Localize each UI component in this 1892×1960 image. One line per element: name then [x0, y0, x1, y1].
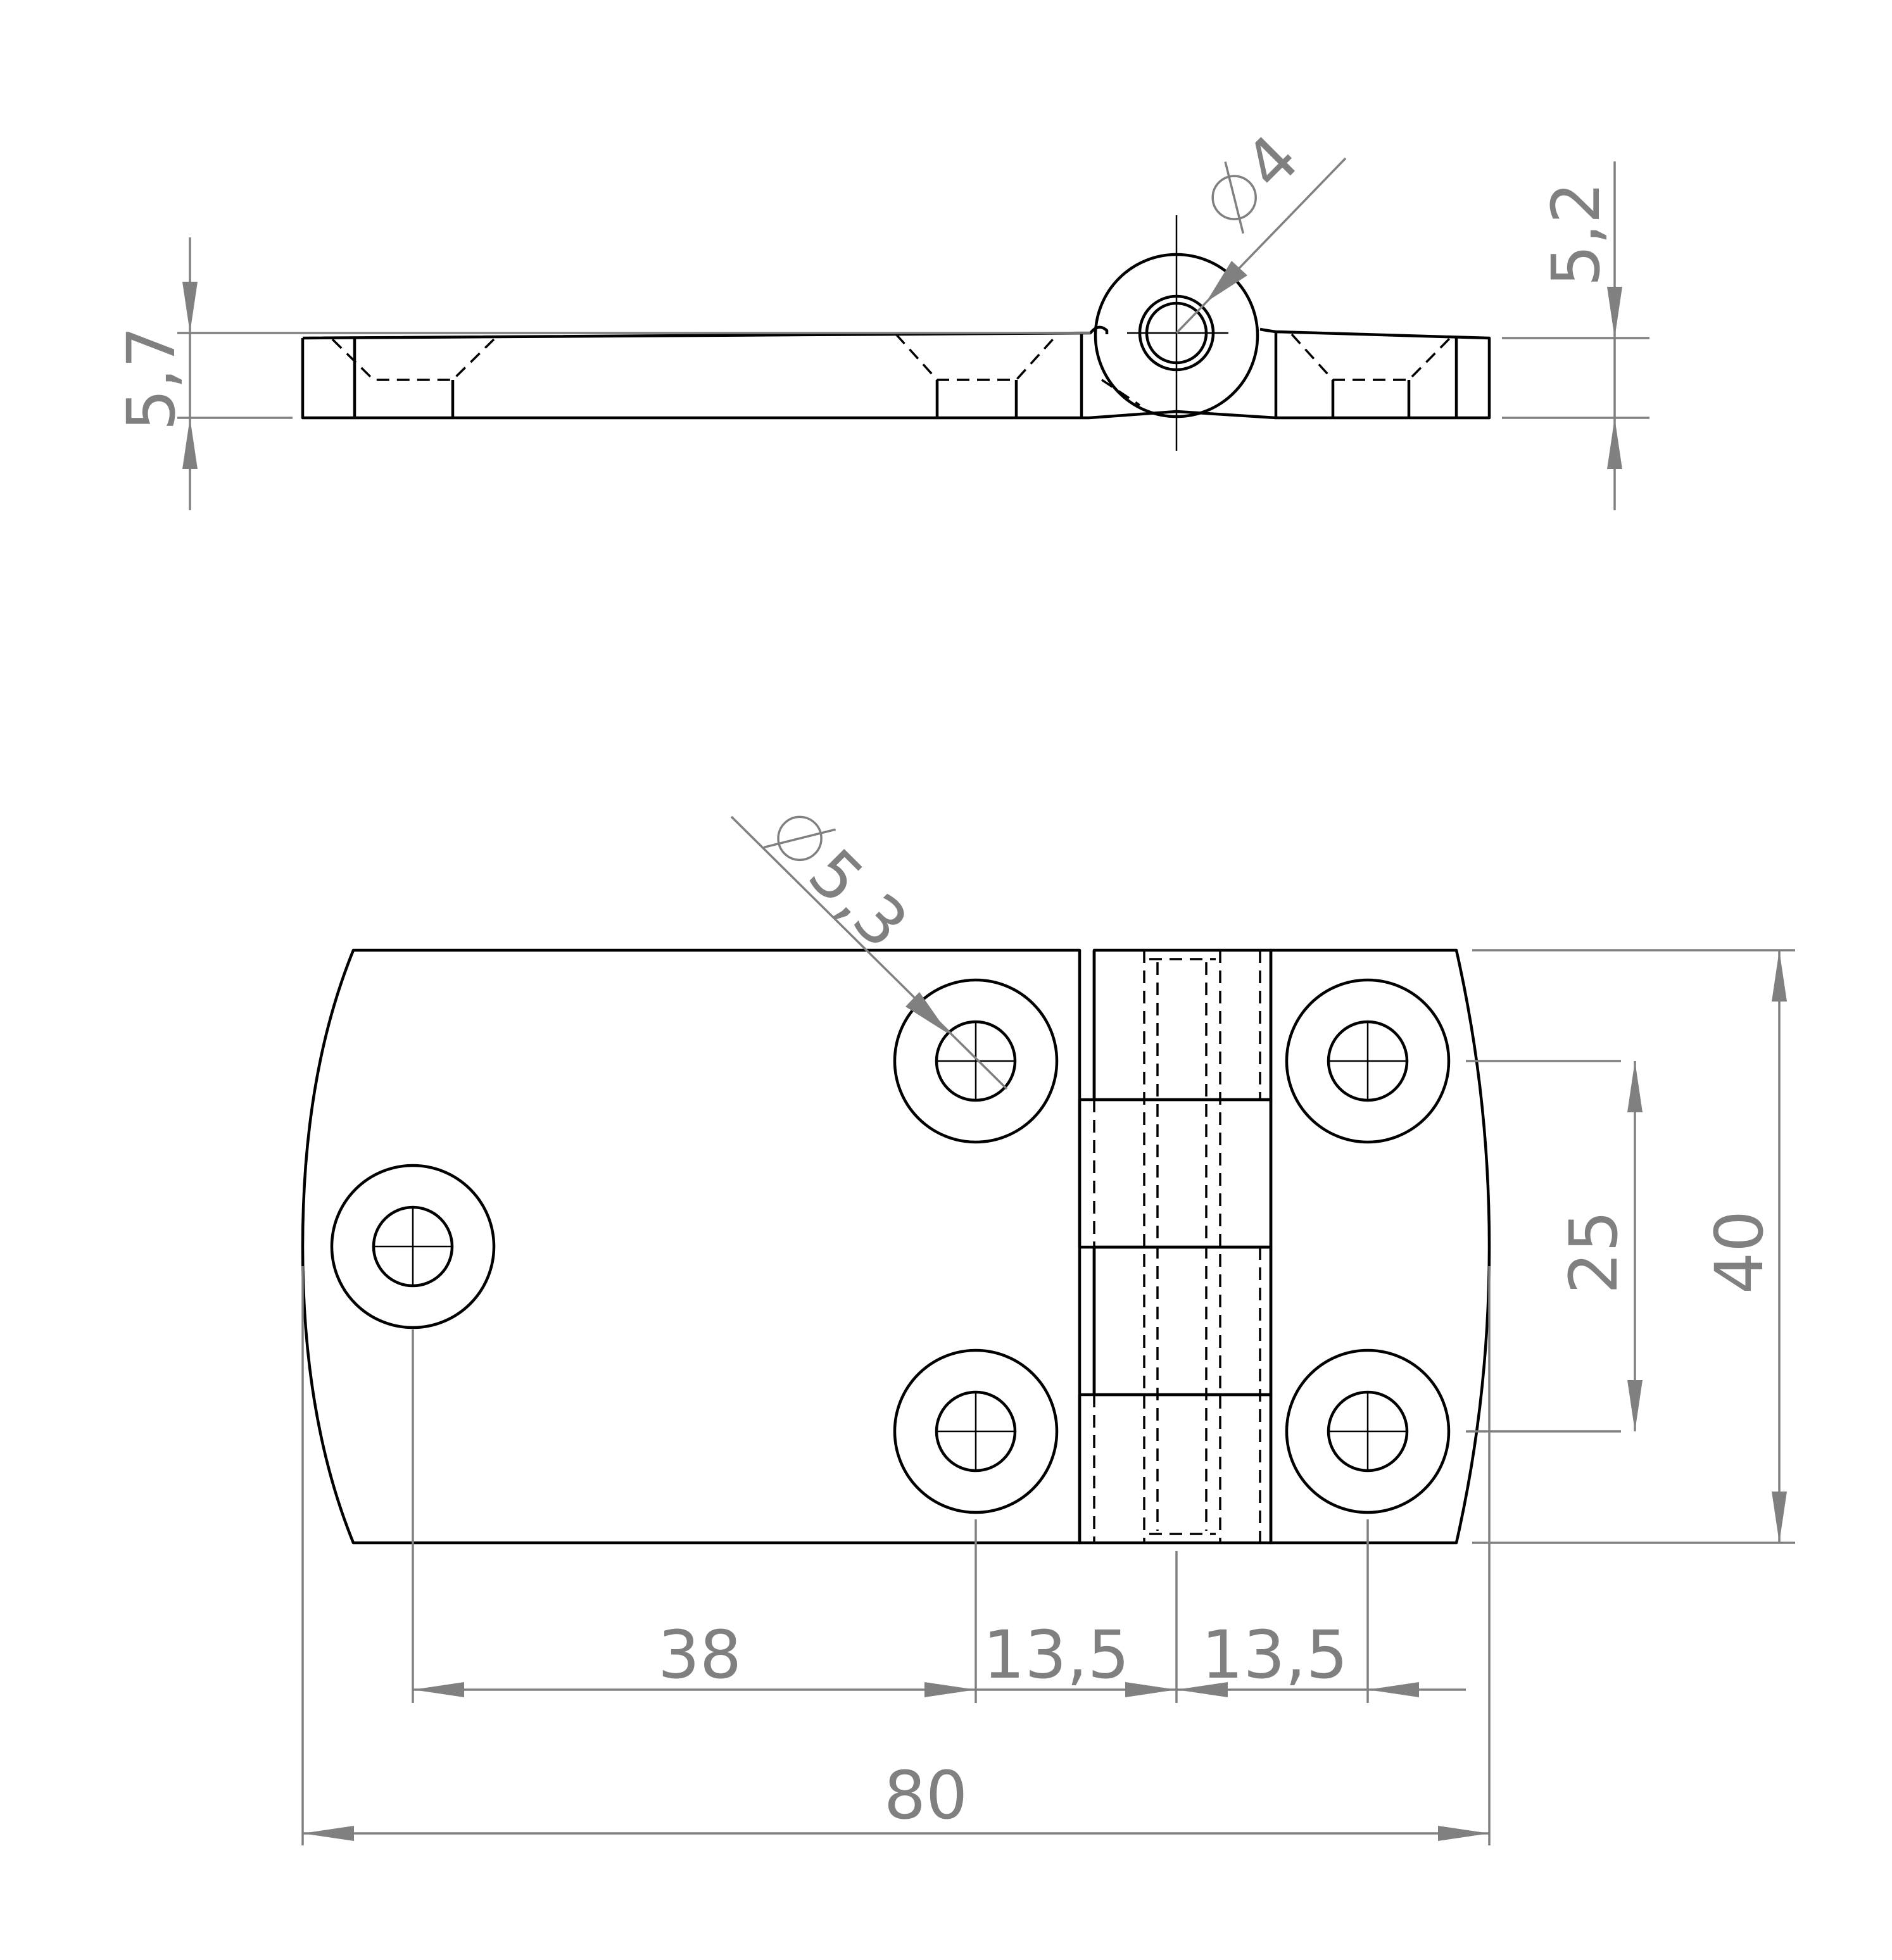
top-view-right-leaf — [1269, 948, 1491, 1545]
side-view-left-leaf — [301, 325, 1177, 420]
dim-label-hole-offset-left: 38 — [658, 1616, 741, 1693]
hole-lower-left — [893, 1348, 1059, 1514]
dim-pin-diameter: 4 — [1175, 120, 1347, 334]
dim-hole-offset-mid-right: 13,5 — [1176, 1616, 1466, 1697]
dim-side-thickness: 5,7 — [113, 237, 1090, 510]
side-view: 5,7 5,2 4 — [113, 120, 1649, 510]
dim-label-overall-length: 80 — [884, 1757, 968, 1834]
dim-label-knuckle-height: 5,2 — [1537, 182, 1615, 286]
hole-upper-left — [893, 978, 1059, 1144]
knuckle-segment-bottom — [1078, 1393, 1273, 1545]
knuckle-segment-middle — [1078, 1098, 1273, 1249]
dim-hole-diameter: 5,3 — [730, 815, 1008, 1090]
dim-label-side-thickness: 5,7 — [113, 326, 190, 430]
diameter-symbol-icon — [1211, 161, 1257, 234]
hole-left — [330, 1164, 496, 1329]
dim-overall-length: 80 — [303, 1757, 1489, 1841]
hole-upper-right — [1285, 978, 1451, 1144]
side-view-right-leaf — [1176, 327, 1491, 420]
dim-hole-offset-mid-left: 13,5 — [976, 1616, 1176, 1697]
dim-knuckle-height: 5,2 — [1502, 161, 1649, 510]
diameter-symbol-icon — [764, 815, 836, 862]
dim-label-hole-diameter: 5,3 — [794, 834, 923, 963]
top-view-left-leaf — [301, 948, 1082, 1545]
dim-label-pin-diameter: 4 — [1229, 120, 1313, 204]
knuckle-segment-lower — [1092, 1245, 1273, 1397]
dim-label-hole-offset-mid-right: 13,5 — [1201, 1616, 1348, 1693]
dim-label-hole-offset-mid-left: 13,5 — [983, 1616, 1130, 1693]
dim-overall-width: 40 — [1701, 950, 1787, 1543]
top-view: 5,3 38 13,5 13,5 — [301, 815, 1795, 1845]
dim-label-overall-width: 40 — [1701, 1210, 1778, 1294]
knuckle-segment-top — [1092, 948, 1273, 1102]
hole-lower-right — [1285, 1348, 1451, 1514]
dim-hole-offset-left: 38 — [413, 1616, 976, 1697]
dim-hole-spacing: 25 — [1555, 1061, 1643, 1431]
dim-label-hole-spacing: 25 — [1555, 1210, 1632, 1294]
